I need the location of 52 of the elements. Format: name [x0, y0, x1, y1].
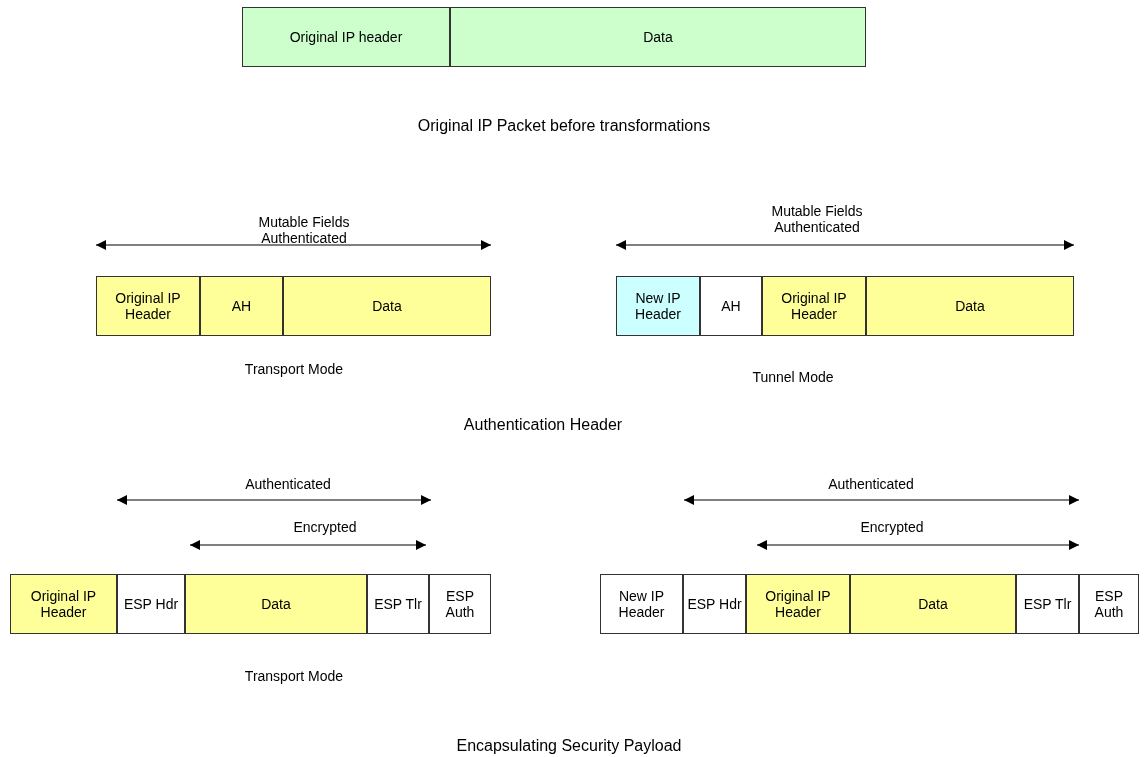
packet-field [283, 276, 491, 336]
span-label: Authenticated [244, 476, 332, 492]
span-label: Encrypted [859, 519, 925, 535]
field-name: Data [642, 29, 674, 45]
field-name: AH [720, 298, 742, 314]
packet-field [1079, 574, 1139, 634]
field-name: Original IP Header [780, 290, 848, 322]
field-name: New IP Header [634, 290, 682, 322]
packet-field [746, 574, 850, 634]
packet-field [367, 574, 429, 634]
field-name: Original IP Header [29, 588, 98, 620]
field-name: ESP Auth [1093, 588, 1125, 620]
section-caption: Encapsulating Security Payload [455, 737, 683, 755]
packet-field [866, 276, 1074, 336]
field-name: Data [917, 596, 949, 612]
packet-field [683, 574, 746, 634]
mode-caption: Transport Mode [243, 668, 345, 684]
packet-field [10, 574, 117, 634]
packet-field [450, 7, 866, 67]
field-name: Original IP header [288, 29, 404, 45]
packet-field [762, 276, 866, 336]
packet-field [242, 7, 450, 67]
field-name: ESP Tlr [1022, 596, 1073, 612]
span-label: Encrypted [292, 519, 358, 535]
field-name: New IP Header [617, 588, 666, 620]
packet-field [1016, 574, 1079, 634]
field-name: Original IP Header [114, 290, 182, 322]
mode-caption: Tunnel Mode [751, 369, 835, 385]
packet-field [200, 276, 283, 336]
packet-field [850, 574, 1016, 634]
packet-field [185, 574, 367, 634]
field-name: AH [230, 298, 253, 314]
field-name: ESP Hdr [686, 596, 743, 612]
field-name: ESP Hdr [122, 596, 180, 612]
field-name: ESP Auth [444, 588, 476, 620]
field-name: Data [954, 298, 986, 314]
field-name: Original IP Header [764, 588, 832, 620]
packet-field [429, 574, 491, 634]
packet-field [96, 276, 200, 336]
section-caption: Authentication Header [462, 416, 624, 434]
packet-field [616, 276, 700, 336]
packet-field [600, 574, 683, 634]
span-label: Mutable Fields Authenticated [770, 203, 864, 235]
span-label: Mutable Fields Authenticated [257, 214, 351, 246]
field-name: Data [371, 298, 403, 314]
packet-field [700, 276, 762, 336]
section-caption: Original IP Packet before transformations [416, 117, 712, 135]
packet-field [117, 574, 185, 634]
field-name: Data [260, 596, 292, 612]
span-label: Authenticated [827, 476, 915, 492]
mode-caption: Transport Mode [243, 361, 345, 377]
field-name: ESP Tlr [373, 596, 423, 612]
